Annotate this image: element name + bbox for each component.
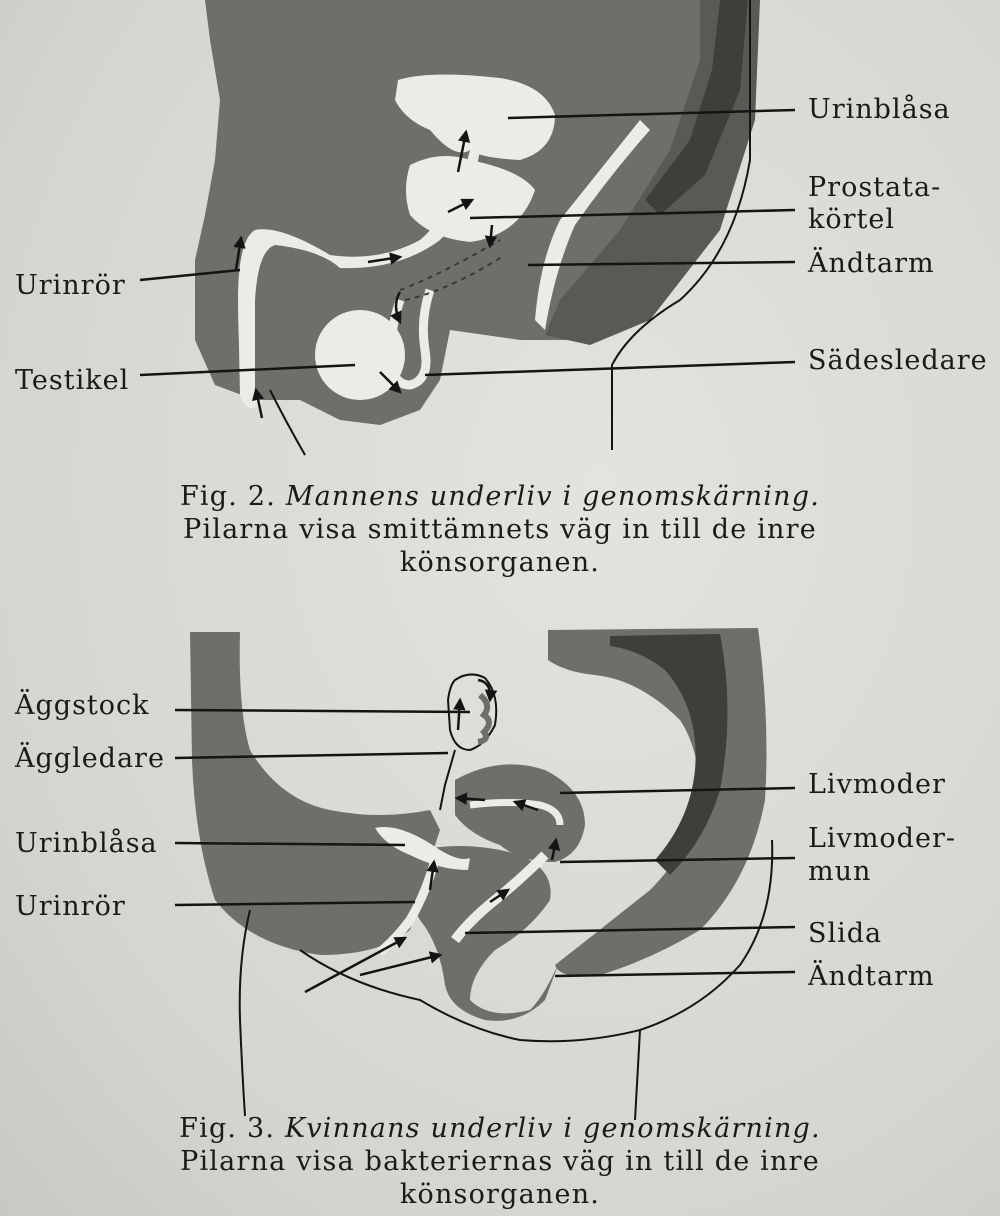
outline-right — [611, 0, 751, 450]
route-arrow — [390, 291, 402, 325]
route-arrow — [251, 387, 265, 419]
figure-female-section: Äggstock Äggledare Urinblåsa Urinrör Liv… — [0, 600, 1000, 1216]
label-livmodermun-line1: Livmoder- — [808, 823, 956, 854]
figure-2-caption: Fig. 2. Mannens underliv i genomskärning… — [0, 480, 1000, 579]
ovary-lobes — [477, 692, 492, 745]
urethra — [377, 858, 440, 956]
caption-line3: könsorganen. — [399, 1179, 601, 1210]
label-slida: Slida — [808, 918, 883, 949]
leader-urinblasa — [174, 841, 406, 847]
label-livmoder: Livmoder — [808, 769, 946, 800]
label-andtarm: Ändtarm — [808, 248, 935, 279]
leader-sadesledare — [424, 360, 796, 377]
outline-left-leg — [238, 909, 251, 1117]
route-arrow — [379, 371, 402, 394]
label-testikel: Testikel — [15, 365, 130, 396]
route-arrow — [453, 697, 466, 731]
leader-aggledare — [174, 751, 449, 760]
leader-andtarm — [554, 970, 796, 978]
route-arrow — [512, 799, 539, 812]
outline-buttock — [299, 839, 774, 1043]
seminal-dashed-2 — [404, 254, 506, 301]
route-arrow — [367, 252, 403, 265]
route-arrow — [447, 198, 475, 214]
label-aggledare: Äggledare — [15, 743, 165, 774]
vas-deferens — [385, 288, 435, 390]
caption-line2: Pilarna visa smittämnets väg in till de … — [183, 514, 817, 545]
leader-urinror — [139, 268, 241, 282]
rectum-column — [545, 0, 760, 345]
testicle-cavity — [315, 310, 405, 400]
vertebrae-band — [610, 634, 728, 875]
label-livmodermun-line2: mun — [808, 856, 872, 887]
spine-block — [548, 628, 767, 977]
vertebrae-band — [645, 0, 748, 215]
leader-andtarm — [527, 260, 796, 267]
route-arrow — [547, 837, 561, 861]
route-arrow — [484, 224, 498, 249]
leader-urinblasa — [507, 108, 796, 120]
tube-to-uterus — [439, 749, 456, 811]
male-anatomy-drawing — [139, 0, 796, 456]
leader-aggstock — [174, 708, 471, 714]
leader-urinror — [174, 900, 416, 907]
label-urinblasa: Urinblåsa — [808, 94, 951, 125]
label-urinblasa: Urinblåsa — [15, 828, 158, 859]
route-arrow — [304, 936, 408, 994]
label-sadesledare: Sädesledare — [808, 345, 988, 376]
rectum-wall — [535, 120, 650, 330]
route-arrow — [359, 951, 443, 977]
leader-slida — [464, 925, 796, 935]
caption-line3: könsorganen. — [399, 547, 601, 578]
outline-right-leg — [634, 1029, 641, 1121]
leader-livmoder — [559, 786, 796, 795]
leader-testikel — [139, 363, 356, 377]
label-prostata-line1: Prostata- — [808, 172, 942, 203]
leader-livmodermun — [559, 856, 796, 864]
route-arrow — [233, 235, 246, 271]
bladder-cavity — [375, 826, 470, 870]
label-urinror: Urinrör — [15, 270, 126, 301]
route-arrow — [456, 129, 471, 173]
outline-left — [269, 389, 306, 456]
caption-prefix: Fig. 3. — [179, 1113, 276, 1144]
abdominal-wall — [190, 632, 440, 955]
label-urinror: Urinrör — [15, 891, 126, 922]
route-arrow — [426, 859, 439, 891]
figure-male-section: Urinblåsa Prostata- körtel Ändtarm Urinr… — [0, 0, 1000, 600]
route-arrow — [454, 792, 486, 805]
route-arrow — [477, 678, 498, 703]
label-andtarm: Ändtarm — [808, 961, 935, 992]
penis-outline — [238, 247, 263, 408]
label-aggstock: Äggstock — [15, 690, 150, 721]
route-arrow — [489, 888, 511, 904]
female-anatomy-drawing — [174, 628, 796, 1121]
figure-3-caption: Fig. 3. Kvinnans underliv i genomskärnin… — [0, 1112, 1000, 1211]
caption-title: Kvinnans underliv i genomskärning. — [284, 1113, 821, 1144]
uterine-cavity — [469, 799, 564, 826]
caption-line2: Pilarna visa bakteriernas väg in till de… — [180, 1146, 820, 1177]
bladder-cavity — [395, 74, 555, 160]
caption-title: Mannens underliv i genomskärning. — [285, 481, 820, 512]
label-prostata-line2: körtel — [808, 204, 895, 235]
leader-prostata — [469, 208, 796, 220]
caption-prefix: Fig. 2. — [180, 481, 276, 512]
